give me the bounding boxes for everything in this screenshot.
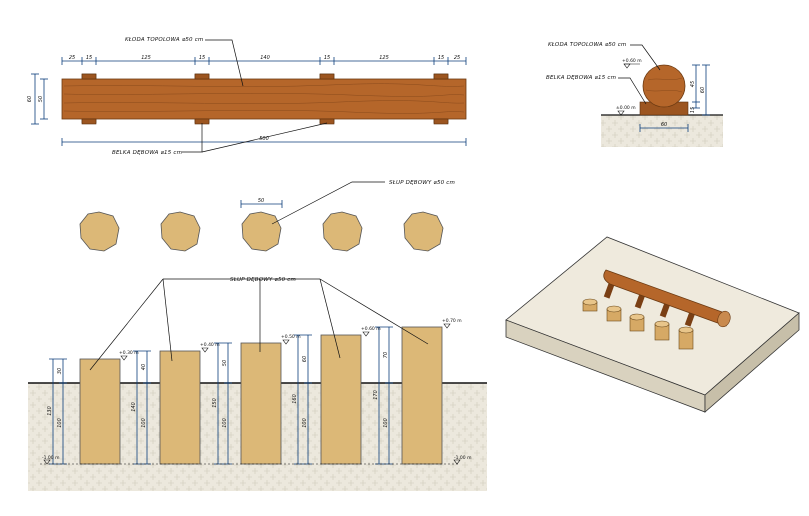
- label-post-plan: SŁUP DĘBOWY ⌀50 cm: [389, 180, 455, 186]
- posts-plan: 50 SŁUP DĘBOWY ⌀50 cm: [79, 180, 455, 252]
- side-dim-beam: 15: [690, 107, 696, 113]
- log-grain: [63, 83, 465, 114]
- post5-total: 170: [373, 390, 379, 400]
- side-dim-log: 45: [690, 81, 696, 87]
- dim-height-inner: 50: [38, 96, 44, 102]
- side-dim-total: 60: [700, 87, 706, 93]
- post4-above: 60: [302, 356, 308, 362]
- elev-post-4: [320, 334, 362, 465]
- elev-post-1: [79, 358, 121, 465]
- dim-total-length: 500: [259, 136, 269, 142]
- post5-below: 100: [383, 418, 389, 428]
- post4-total: 160: [292, 394, 298, 404]
- post3-total: 150: [212, 398, 218, 408]
- dim-seg-1: 25: [69, 55, 75, 61]
- elev-post-3: [240, 342, 282, 465]
- elev-post-5: [401, 326, 443, 465]
- iso-slab-side: [704, 312, 800, 413]
- plan-dim-diameter: 50: [258, 198, 264, 204]
- post5-level: +0.70 m: [442, 318, 462, 324]
- plan-post-5: [403, 211, 444, 252]
- side-dim-width: 60: [661, 122, 667, 128]
- side-level-base: ±0.00 m: [616, 105, 636, 111]
- iso-stump-1: [582, 298, 598, 312]
- post1-level: +0.30 m: [119, 350, 139, 356]
- post1-above: 30: [57, 368, 63, 374]
- top-view-labels: KŁODA TOPOLOWA ⌀50 cm BELKA DĘBOWA ⌀15 c…: [112, 37, 328, 156]
- post3-below: 100: [222, 418, 228, 428]
- log-top-view: [61, 73, 467, 125]
- log-body: [61, 78, 467, 120]
- label-log-side: KŁODA TOPOLOWA ⌀50 cm: [548, 42, 626, 48]
- level-bottom-left: -1.00 m: [42, 455, 59, 461]
- side-level-top: +0.60 m: [622, 58, 642, 64]
- dim-seg-4: 15: [199, 55, 205, 61]
- post2-total: 140: [131, 402, 137, 412]
- post3-above: 50: [222, 360, 228, 366]
- isometric-view: [505, 236, 800, 413]
- dim-height-outer: 60: [27, 96, 33, 102]
- post5-above: 70: [383, 352, 389, 358]
- dim-seg-6: 15: [324, 55, 330, 61]
- posts-elevation: 30 130 100 +0.30 m 40 140 100 +0.40 m 50…: [28, 277, 487, 491]
- dim-seg-9: 25: [454, 55, 460, 61]
- dim-seg-5: 140: [260, 55, 270, 61]
- dim-seg-2: 15: [86, 55, 92, 61]
- elev-post-2: [159, 350, 201, 465]
- iso-stump-5: [678, 326, 694, 350]
- iso-stump-2: [606, 305, 622, 322]
- iso-slab-top: [505, 236, 800, 396]
- side-ground: [601, 115, 723, 147]
- side-log: [642, 64, 686, 108]
- post3-level: +0.50 m: [281, 334, 301, 340]
- post1-below: 100: [57, 418, 63, 428]
- label-post-elev: SŁUP DĘBOWY ⌀50 cm: [230, 277, 296, 283]
- post1-total: 130: [47, 406, 53, 416]
- plan-post-3: [241, 211, 282, 252]
- dim-seg-3: 125: [141, 55, 151, 61]
- post2-below: 100: [141, 418, 147, 428]
- label-log-top: KŁODA TOPOLOWA ⌀50 cm: [125, 37, 203, 43]
- iso-stump-4: [654, 320, 670, 341]
- iso-stump-3: [629, 313, 645, 332]
- post4-level: +0.60 m: [361, 326, 381, 332]
- post4-below: 100: [302, 418, 308, 428]
- label-beam-top: BELKA DĘBOWA ⌀15 cm: [112, 150, 182, 156]
- post2-above: 40: [141, 364, 147, 370]
- log-side-section: 45 15 60 60 +0.60 m ±0.00 m KŁODA TOPOLO…: [546, 42, 723, 147]
- level-bottom-right: -1.00 m: [454, 455, 471, 461]
- dim-seg-7: 125: [379, 55, 389, 61]
- post2-level: +0.40 m: [200, 342, 220, 348]
- top-dimension-chain: 25 15 125 15 140 15 125 15 25 500 60 50: [27, 55, 467, 146]
- dim-seg-8: 15: [438, 55, 444, 61]
- plan-post-4: [322, 211, 363, 252]
- label-beam-side: BELKA DĘBOWA ⌀15 cm: [546, 75, 616, 81]
- plan-post-1: [79, 211, 120, 252]
- plan-post-2: [160, 211, 201, 252]
